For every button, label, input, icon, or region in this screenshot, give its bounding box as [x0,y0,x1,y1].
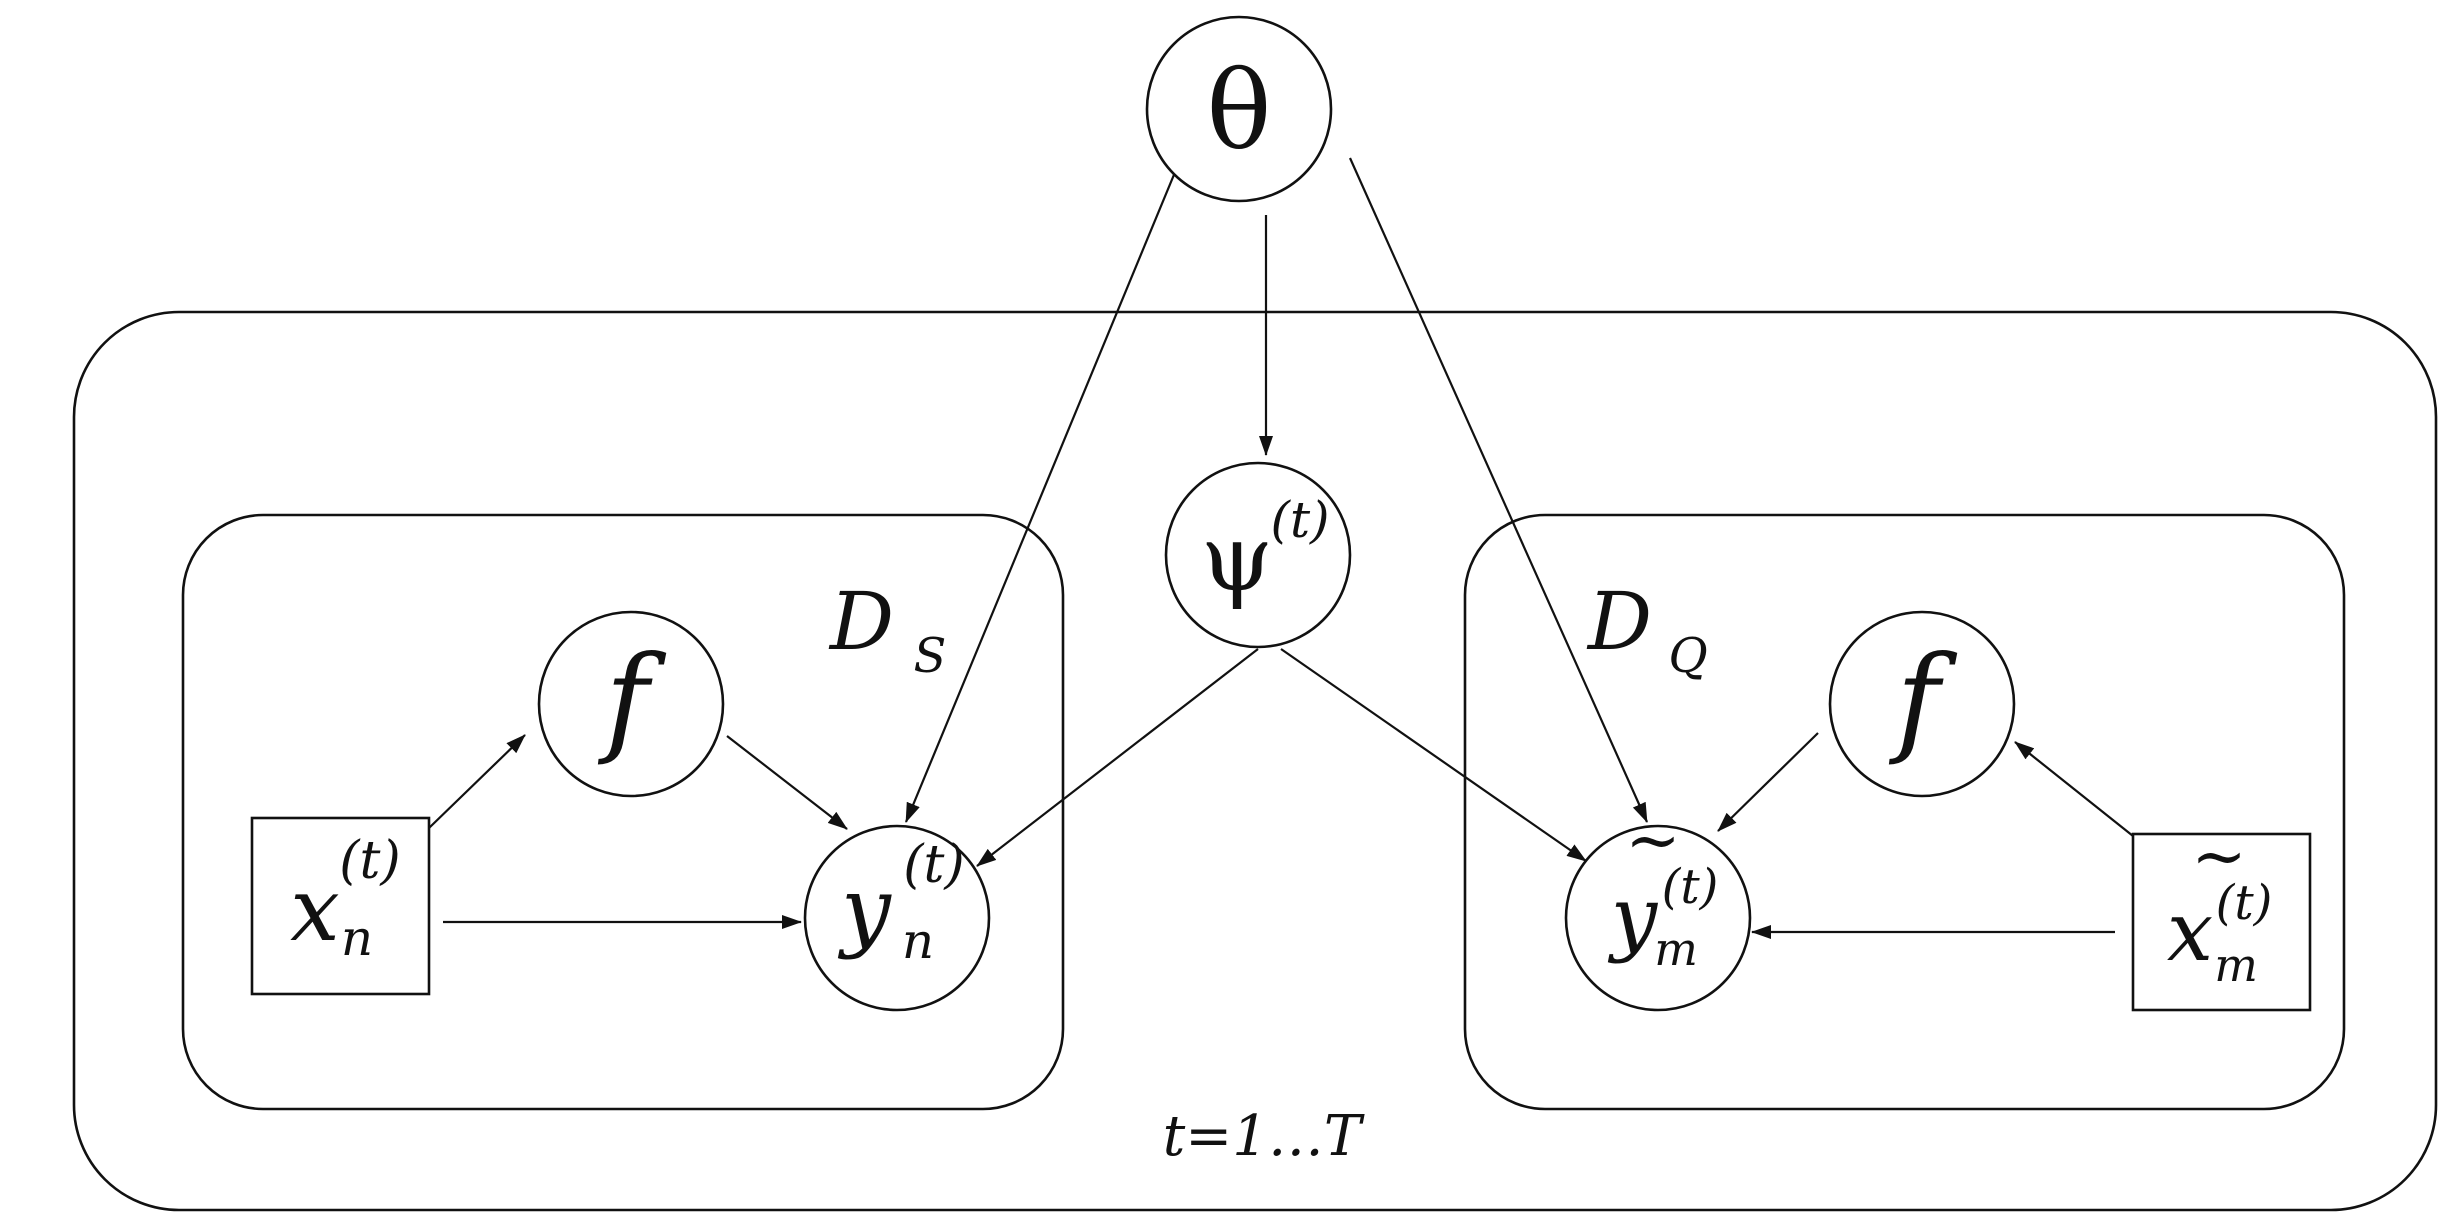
theta-node [1145,15,1333,203]
edge-theta-ym [1348,157,1649,823]
query-set-plate [1463,513,2346,1111]
y-m-label: y [1607,870,1659,965]
outer-plate-task [72,310,2438,1212]
psi-label: ψ [1201,505,1273,612]
outer-plate-label: t=1…T [1163,1104,1365,1169]
query-plate-subscript: Q [1668,628,1707,684]
psi-superscript: (t) [1270,491,1329,549]
edge-f-left-yn [726,735,848,830]
y-n-superscript: (t) [903,835,964,895]
y-m-node [1564,824,1752,1012]
query-plate-label: D [1586,575,1652,668]
y-n-node [803,824,991,1012]
x-m-subscript: m [2214,938,2258,992]
x-m-node [2131,832,2312,1012]
y-n-subscript: n [902,912,934,970]
psi-node [1164,461,1352,649]
x-m-superscript: (t) [2216,875,2273,931]
y-m-superscript: (t) [1662,859,1719,915]
f-right-node [1828,610,2016,798]
x-m-label: x [2167,885,2213,980]
support-plate-subscript: S [914,628,947,684]
edge-psi-yn [976,648,1259,867]
x-n-superscript: (t) [339,831,400,891]
f-left-node [537,610,725,798]
support-plate-label: D [828,575,894,668]
y-n-label: y [837,858,892,961]
edge-xn-f-left [428,734,526,829]
x-n-node [250,816,431,996]
y-m-tilde: ~ [1625,802,1680,879]
x-m-tilde: ~ [2191,818,2246,895]
edge-psi-ym [1280,648,1587,862]
support-set-plate [181,513,1065,1111]
x-n-label: x [290,858,340,961]
edge-theta-yn [904,164,1180,823]
edge-f-right-ym [1717,732,1819,832]
x-n-subscript: n [341,909,373,967]
edge-xm-f-right [2014,741,2134,837]
theta-label: θ [1206,49,1271,174]
y-m-subscript: m [1654,922,1698,976]
